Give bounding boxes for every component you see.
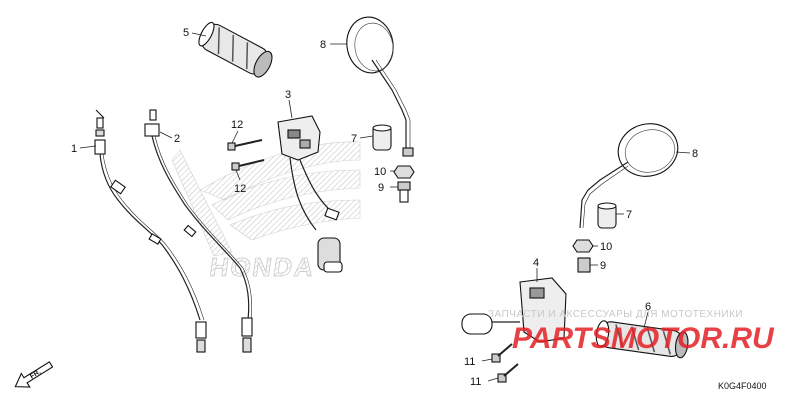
part-1-throttle-cable xyxy=(94,109,207,353)
callout-11-lower: 11 xyxy=(470,376,481,388)
callout-3: 3 xyxy=(285,89,291,101)
callout-8-right: 8 xyxy=(692,148,698,160)
part-10-nut-top xyxy=(393,165,415,179)
site-watermark: ЗАПЧАСТИ И АКСЕССУАРЫ ДЛЯ МОТОТЕХНИКИ PA… xyxy=(488,309,775,355)
callout-10-right: 10 xyxy=(600,241,612,253)
part-9-adapter-right xyxy=(577,257,591,273)
watermark-tagline: ЗАПЧАСТИ И АКСЕССУАРЫ ДЛЯ МОТОТЕХНИКИ xyxy=(488,309,743,320)
callout-7-right: 7 xyxy=(626,209,632,221)
watermark-site: PARTSMOTOR.RU xyxy=(512,322,775,355)
callout-6: 6 xyxy=(645,301,651,313)
part-8-mirror-right xyxy=(579,123,679,229)
part-11-screw-upper xyxy=(491,343,513,363)
callout-7-top: 7 xyxy=(351,133,357,145)
callout-9-top: 9 xyxy=(378,182,384,194)
part-6-throttle-grip xyxy=(595,320,689,359)
part-12-screw-upper xyxy=(227,139,263,151)
part-2-throttle-cable xyxy=(144,109,253,353)
callout-labels: 1 2 3 4 5 6 7 7 8 8 9 9 10 10 11 11 12 1… xyxy=(71,27,698,388)
callout-4: 4 xyxy=(533,257,539,269)
part-8-mirror-left xyxy=(346,16,414,157)
leader-lines xyxy=(79,32,691,382)
part-7-cap-right xyxy=(597,202,617,229)
front-direction-arrow: FR. xyxy=(14,361,54,388)
part-9-adapter-top xyxy=(397,181,411,203)
callout-8-top: 8 xyxy=(320,39,326,51)
diagram-code: K0G4F0400 xyxy=(718,381,767,391)
part-4-right-switch xyxy=(461,277,567,343)
callout-12-upper: 12 xyxy=(231,119,243,131)
part-10-nut-right xyxy=(572,239,594,253)
part-5-left-grip xyxy=(198,21,273,78)
part-7-cap-top xyxy=(372,124,392,151)
part-3-left-switch xyxy=(277,115,343,273)
callout-10-top: 10 xyxy=(374,166,386,178)
callout-5: 5 xyxy=(183,27,189,39)
front-label: FR. xyxy=(29,369,42,381)
callout-12-lower: 12 xyxy=(234,183,246,195)
part-11-screw-lower xyxy=(497,363,519,383)
honda-logo-text: HONDA xyxy=(208,252,317,282)
callout-1: 1 xyxy=(71,143,77,155)
callout-9-right: 9 xyxy=(600,260,606,272)
callout-11-upper: 11 xyxy=(464,356,475,368)
part-12-screw-lower xyxy=(231,159,265,171)
callout-2: 2 xyxy=(174,133,180,145)
